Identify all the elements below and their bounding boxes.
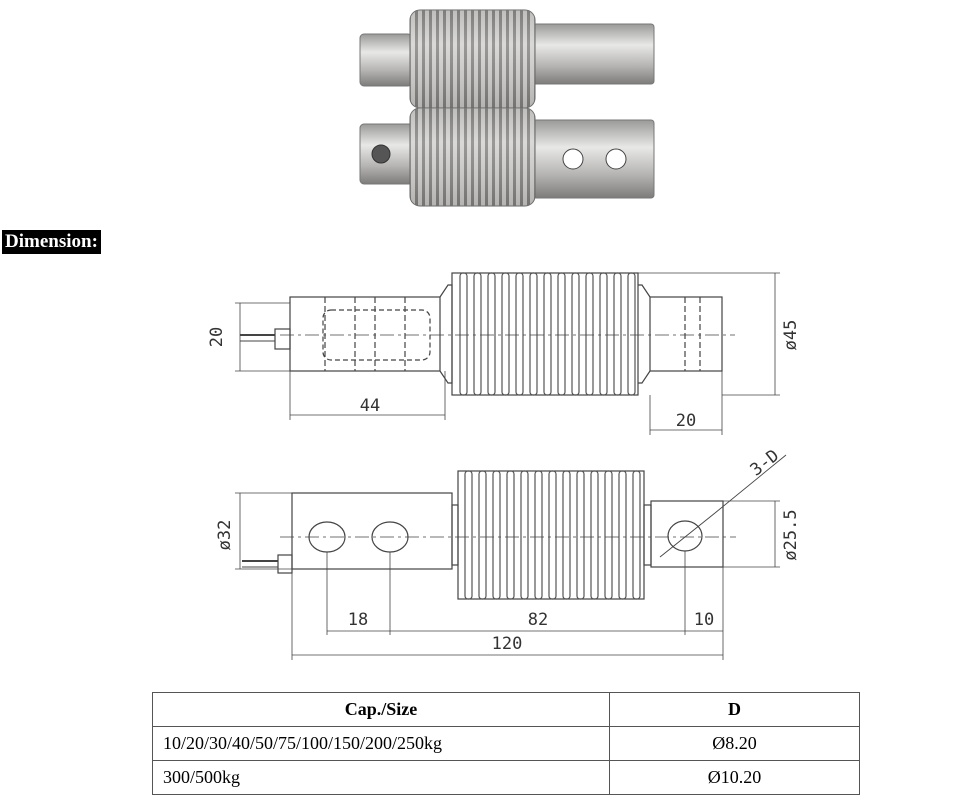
table-row: 300/500kg Ø10.20 — [152, 760, 860, 795]
top-right-length-label: 20 — [676, 411, 696, 431]
side-view — [235, 454, 787, 660]
product-photo — [359, 9, 655, 207]
cell-capacity: 300/500kg — [152, 760, 610, 795]
cell-d: Ø8.20 — [609, 726, 860, 761]
col-header-d: D — [609, 692, 860, 727]
col-header-capacity: Cap./Size — [152, 692, 610, 727]
hole-pitch-label: 18 — [348, 610, 368, 630]
capacity-table: Cap./Size D 10/20/30/40/50/75/100/150/20… — [152, 692, 860, 795]
top-view — [235, 272, 780, 435]
cell-d: Ø10.20 — [609, 760, 860, 795]
top-left-length-label: 44 — [360, 396, 380, 416]
bellows-length-label: 82 — [528, 610, 548, 630]
top-height-label: 20 — [207, 327, 227, 347]
table-row: 10/20/30/40/50/75/100/150/200/250kg Ø8.2… — [152, 726, 860, 761]
end-length-label: 10 — [694, 610, 714, 630]
dimension-drawing: 20 ø45 44 20 — [207, 272, 801, 660]
table-header-row: Cap./Size D — [152, 692, 860, 727]
holes-label: 3-D — [747, 446, 784, 481]
total-length-label: 120 — [492, 634, 523, 654]
side-height-label: ø32 — [215, 520, 235, 551]
cell-capacity: 10/20/30/40/50/75/100/150/200/250kg — [152, 726, 610, 761]
side-hole-dia-label: ø25.5 — [781, 509, 801, 560]
top-diameter-label: ø45 — [781, 320, 801, 351]
dimension-heading: Dimension: — [2, 230, 101, 254]
